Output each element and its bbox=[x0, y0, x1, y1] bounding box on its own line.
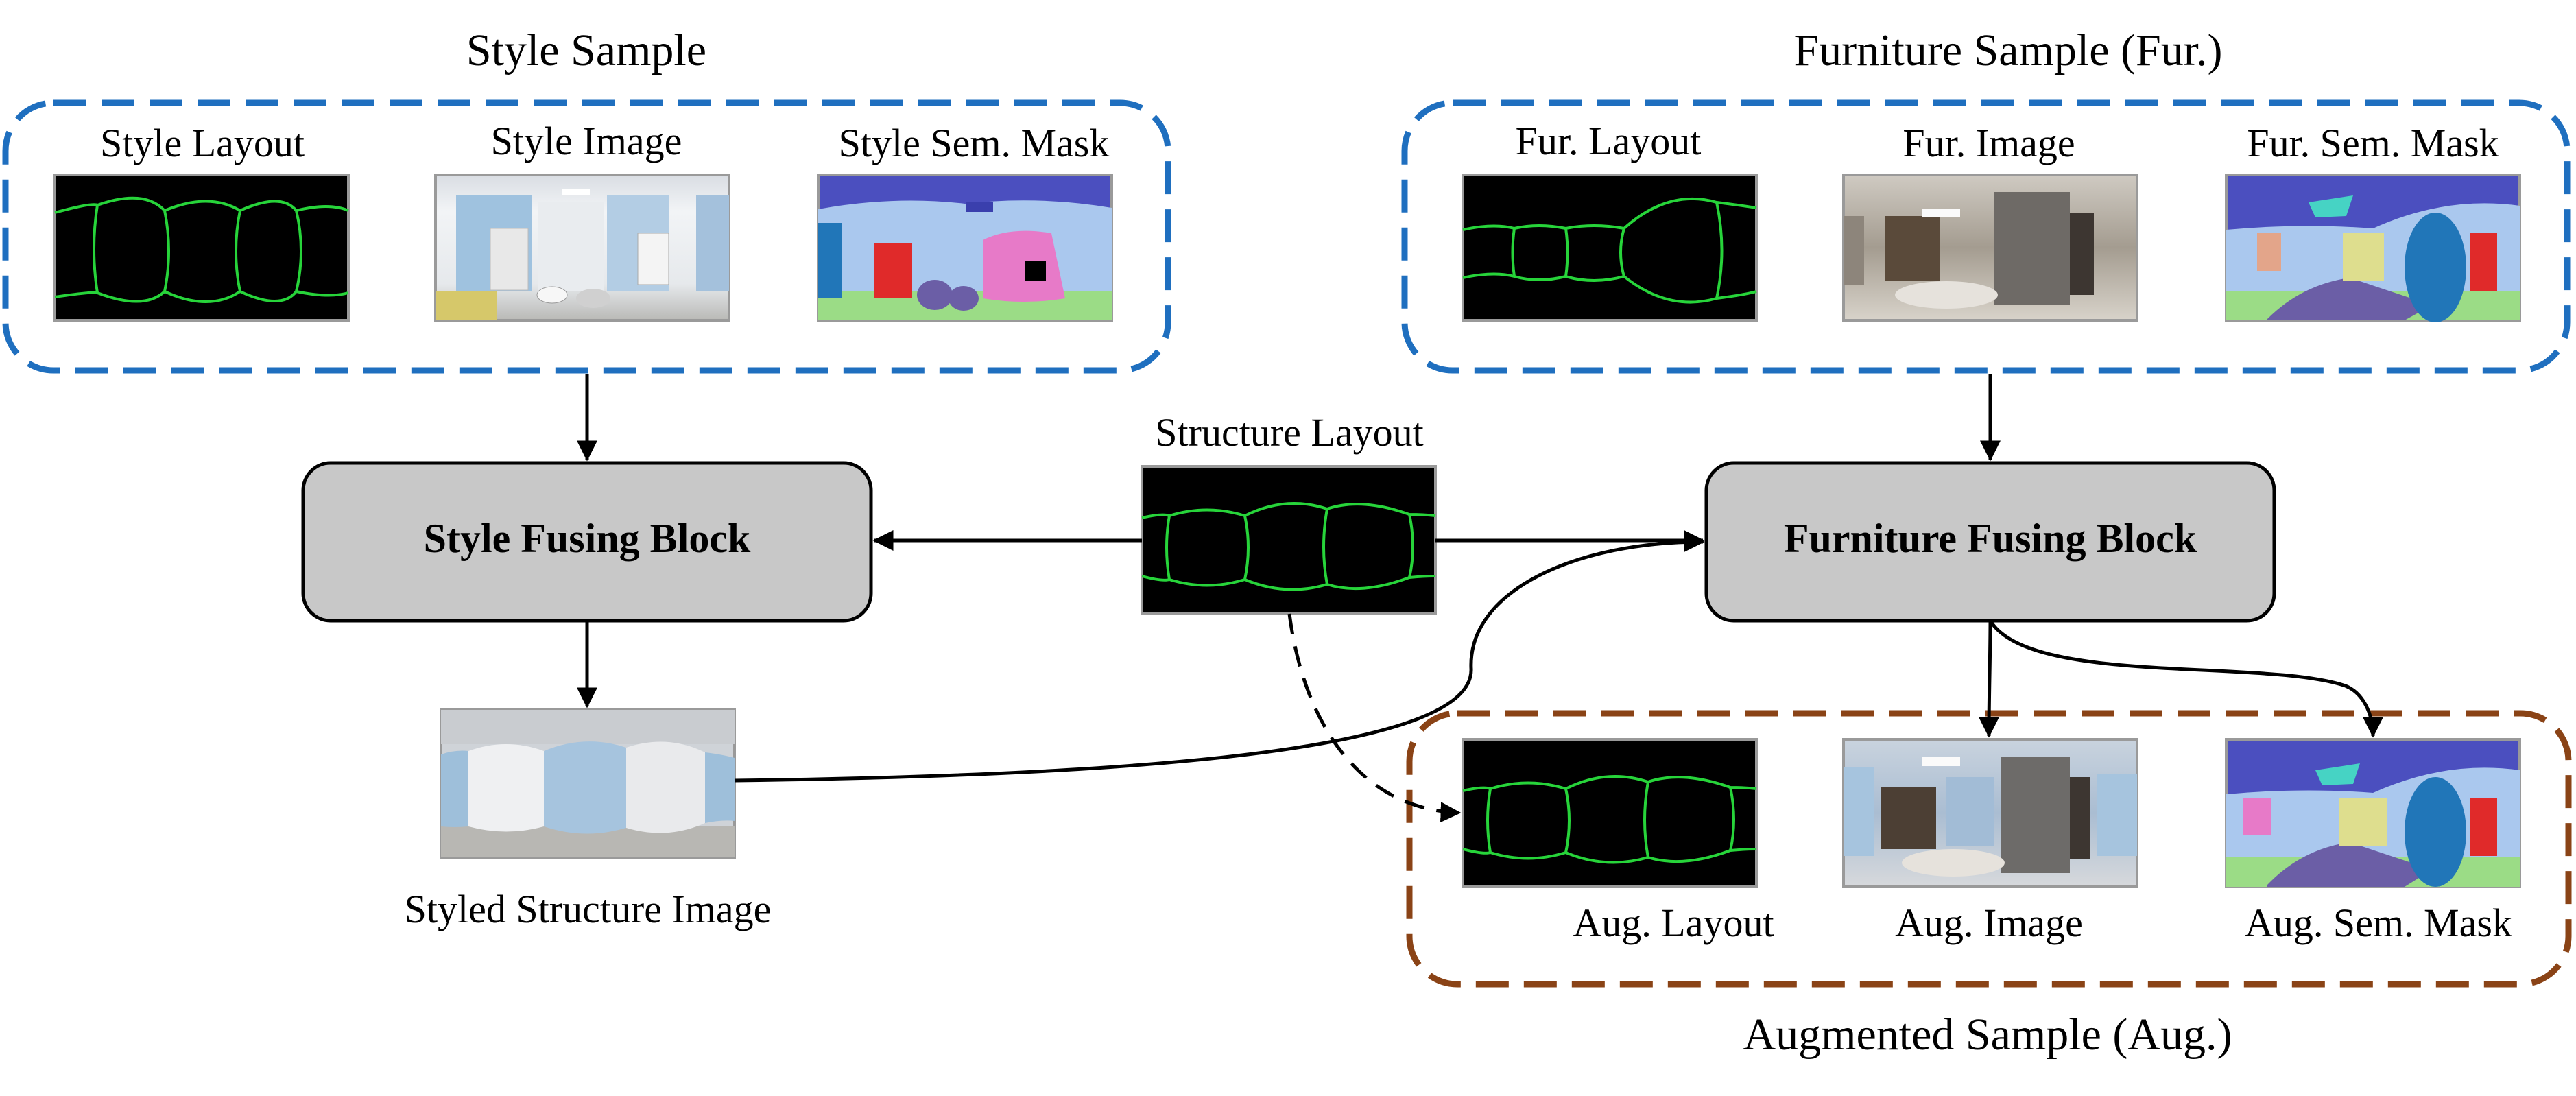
style-image-label: Style Image bbox=[491, 119, 682, 163]
furniture-sample-group-box bbox=[1401, 99, 2571, 374]
arrow-styled-image-to-fur-block bbox=[734, 532, 1705, 783]
styled-structure-image-label: Styled Structure Image bbox=[405, 887, 772, 931]
styled-structure-image-thumbnail bbox=[440, 708, 736, 859]
style-image-thumbnail bbox=[434, 174, 730, 322]
style-layout-thumbnail bbox=[53, 174, 350, 322]
structure-layout-thumbnail bbox=[1141, 465, 1437, 615]
style-layout-label: Style Layout bbox=[100, 121, 305, 165]
augmented-sample-title: Augmented Sample (Aug.) bbox=[1743, 1010, 2232, 1060]
arrow-structure-to-aug-layout bbox=[1287, 613, 1462, 823]
aug-layout-thumbnail bbox=[1462, 738, 1758, 888]
fur-layout-thumbnail bbox=[1462, 174, 1758, 322]
style-fusing-block: Style Fusing Block bbox=[301, 461, 873, 623]
style-sample-group-box bbox=[2, 99, 1171, 374]
aug-image-label: Aug. Image bbox=[1895, 901, 2083, 945]
arrow-fur-block-to-aug-mask bbox=[1988, 619, 2383, 738]
fur-sem-mask-thumbnail bbox=[2225, 174, 2521, 322]
fur-image-thumbnail bbox=[1842, 174, 2138, 322]
fur-image-label: Fur. Image bbox=[1903, 121, 2075, 165]
aug-layout-label: Aug. Layout bbox=[1573, 901, 1774, 945]
fur-layout-label: Fur. Layout bbox=[1516, 119, 1702, 163]
style-sample-title: Style Sample bbox=[466, 25, 706, 75]
arrow-fur-block-to-aug-image bbox=[1979, 620, 2000, 738]
style-fusing-block-label: Style Fusing Block bbox=[424, 516, 751, 561]
furniture-fusing-block-label: Furniture Fusing Block bbox=[1784, 516, 2197, 561]
fur-sem-mask-label: Fur. Sem. Mask bbox=[2247, 121, 2499, 165]
aug-image-thumbnail bbox=[1842, 738, 2138, 888]
aug-sem-mask-thumbnail bbox=[2225, 738, 2521, 888]
style-sem-mask-label: Style Sem. Mask bbox=[839, 121, 1110, 165]
furniture-fusing-block: Furniture Fusing Block bbox=[1704, 461, 2276, 623]
structure-layout-label: Structure Layout bbox=[1155, 410, 1423, 455]
aug-sem-mask-label: Aug. Sem. Mask bbox=[2245, 901, 2512, 945]
furniture-sample-title: Furniture Sample (Fur.) bbox=[1793, 25, 2222, 75]
style-sem-mask-thumbnail bbox=[817, 174, 1113, 322]
